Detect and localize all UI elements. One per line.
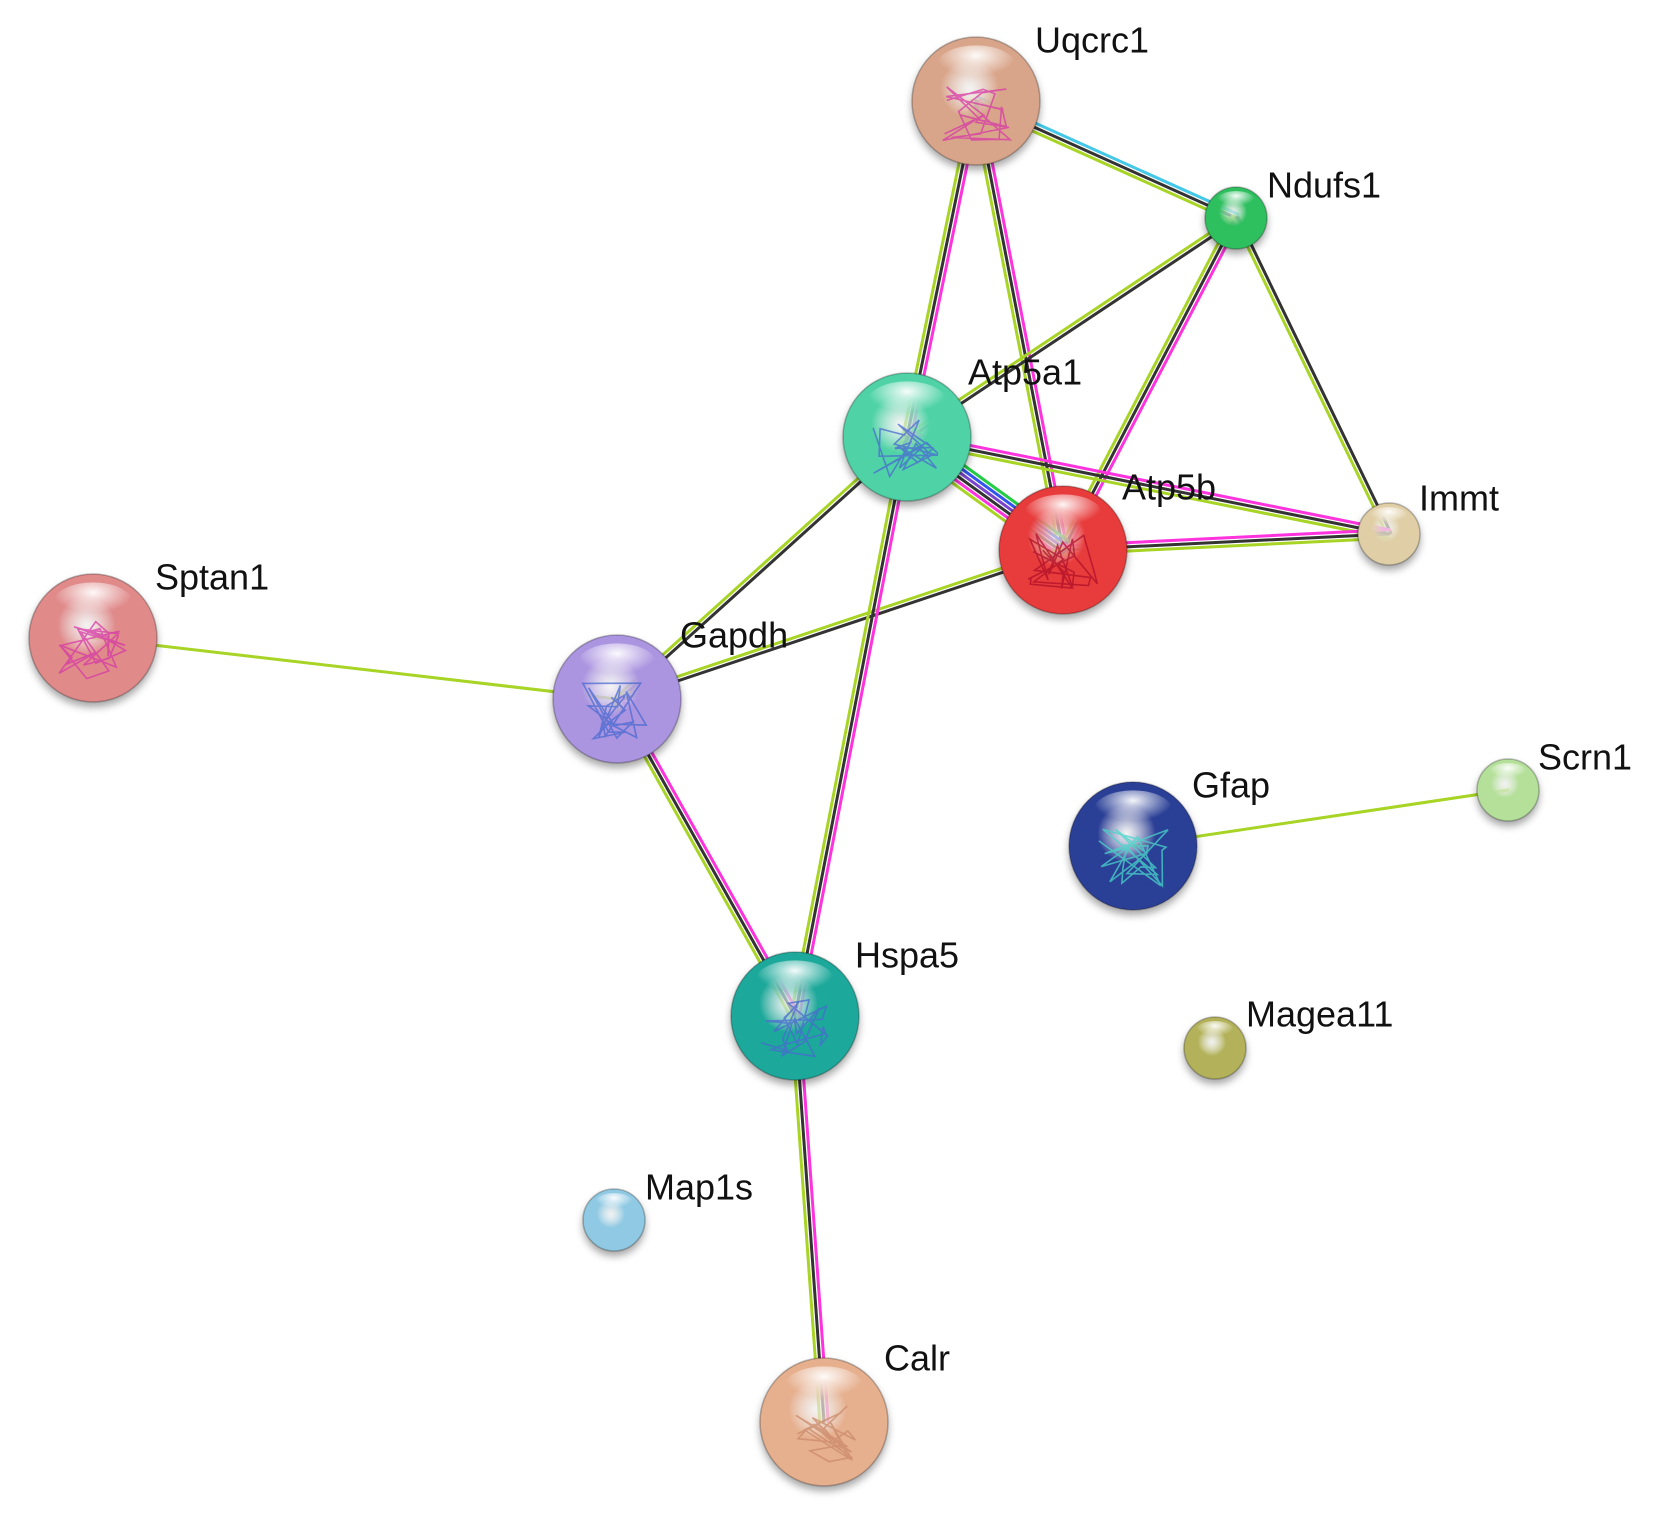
edge-evidence-strand <box>616 550 1066 703</box>
edge-atp5b-gapdh[interactable] <box>614 546 1066 703</box>
node-ndufs1[interactable]: Ndufs1 <box>1204 165 1381 250</box>
node-highlight <box>755 960 835 1002</box>
node-highlight <box>936 45 1016 87</box>
node-highlight <box>1195 1021 1235 1041</box>
node-scrn1[interactable]: Scrn1 <box>1476 737 1632 822</box>
node-label-map1s: Map1s <box>645 1167 753 1208</box>
edge-evidence-strand <box>789 434 905 1017</box>
edges-layer <box>91 95 1510 1424</box>
edge-evidence-strand <box>974 99 1065 552</box>
node-gfap[interactable]: Gfap <box>1068 765 1270 911</box>
edge-ndufs1-atp5a1[interactable] <box>904 214 1239 441</box>
edge-evidence-strand <box>614 433 908 699</box>
node-atp5b[interactable]: Atp5b <box>998 467 1216 615</box>
node-highlight <box>1369 507 1409 527</box>
node-highlight <box>577 643 657 685</box>
node-label-gapdh: Gapdh <box>680 615 788 656</box>
edge-evidence-strand <box>978 98 1069 551</box>
protein-structure-icon <box>760 998 829 1058</box>
node-highlight <box>867 381 947 423</box>
node-label-uqcrc1: Uqcrc1 <box>1035 20 1149 61</box>
protein-structure-icon <box>1098 828 1169 888</box>
protein-structure-icon <box>1027 533 1099 590</box>
edge-evidence-strand <box>793 1014 826 1424</box>
node-label-ndufs1: Ndufs1 <box>1267 165 1381 206</box>
node-calr[interactable]: Calr <box>759 1338 950 1487</box>
node-highlight <box>784 1366 864 1408</box>
edge-hspa5-calr[interactable] <box>789 1014 830 1424</box>
node-map1s[interactable]: Map1s <box>582 1167 753 1252</box>
edge-evidence-strand <box>906 431 1392 532</box>
node-highlight <box>1093 790 1173 832</box>
edge-atp5a1-gapdh[interactable] <box>614 433 910 703</box>
node-highlight <box>1488 763 1528 783</box>
edge-evidence-strand <box>905 435 1391 536</box>
protein-structure-icon <box>795 1405 857 1463</box>
node-label-immt: Immt <box>1419 478 1499 519</box>
protein-structure-icon <box>872 419 939 479</box>
edge-evidence-strand <box>906 218 1239 441</box>
node-label-atp5b: Atp5b <box>1122 467 1216 508</box>
node-atp5a1[interactable]: Atp5a1 <box>842 352 1082 502</box>
edge-evidence-strand <box>1236 215 1393 535</box>
node-label-calr: Calr <box>884 1338 950 1379</box>
node-uqcrc1[interactable]: Uqcrc1 <box>911 20 1149 166</box>
node-highlight <box>1023 494 1103 536</box>
edge-ndufs1-immt[interactable] <box>1232 215 1393 537</box>
edge-sptan1-gapdh[interactable] <box>91 636 619 701</box>
edge-evidence-strand <box>91 636 619 701</box>
node-label-magea11: Magea11 <box>1246 994 1393 1035</box>
edge-evidence-strand <box>797 1014 830 1424</box>
node-gapdh[interactable]: Gapdh <box>552 615 788 764</box>
node-highlight <box>594 1193 634 1213</box>
node-label-sptan1: Sptan1 <box>155 557 269 598</box>
node-highlight <box>1216 191 1256 211</box>
edge-uqcrc1-atp5b[interactable] <box>970 98 1069 553</box>
node-label-gfap: Gfap <box>1192 765 1270 806</box>
node-immt[interactable]: Immt <box>1357 478 1499 566</box>
node-hspa5[interactable]: Hspa5 <box>730 935 959 1081</box>
node-highlight <box>53 582 133 624</box>
edge-evidence-strand <box>614 546 1064 699</box>
protein-structure-icon <box>58 620 128 680</box>
node-magea11[interactable]: Magea11 <box>1183 994 1393 1080</box>
edge-atp5a1-immt[interactable] <box>904 431 1392 540</box>
node-label-hspa5: Hspa5 <box>855 935 959 976</box>
edge-evidence-strand <box>904 214 1237 437</box>
edge-evidence-strand <box>793 435 909 1018</box>
edge-evidence-strand <box>904 439 1390 540</box>
protein-structure-icon <box>581 682 648 740</box>
node-label-atp5a1: Atp5a1 <box>968 352 1082 393</box>
edge-evidence-strand <box>1232 217 1389 537</box>
node-label-scrn1: Scrn1 <box>1538 737 1632 778</box>
edge-evidence-strand <box>789 1014 822 1424</box>
edge-evidence-strand <box>616 437 910 703</box>
node-sptan1[interactable]: Sptan1 <box>28 557 269 703</box>
edge-atp5a1-hspa5[interactable] <box>789 434 913 1019</box>
protein-structure-icon <box>942 86 1013 142</box>
edge-evidence-strand <box>970 100 1061 553</box>
edge-evidence-strand <box>797 436 913 1019</box>
